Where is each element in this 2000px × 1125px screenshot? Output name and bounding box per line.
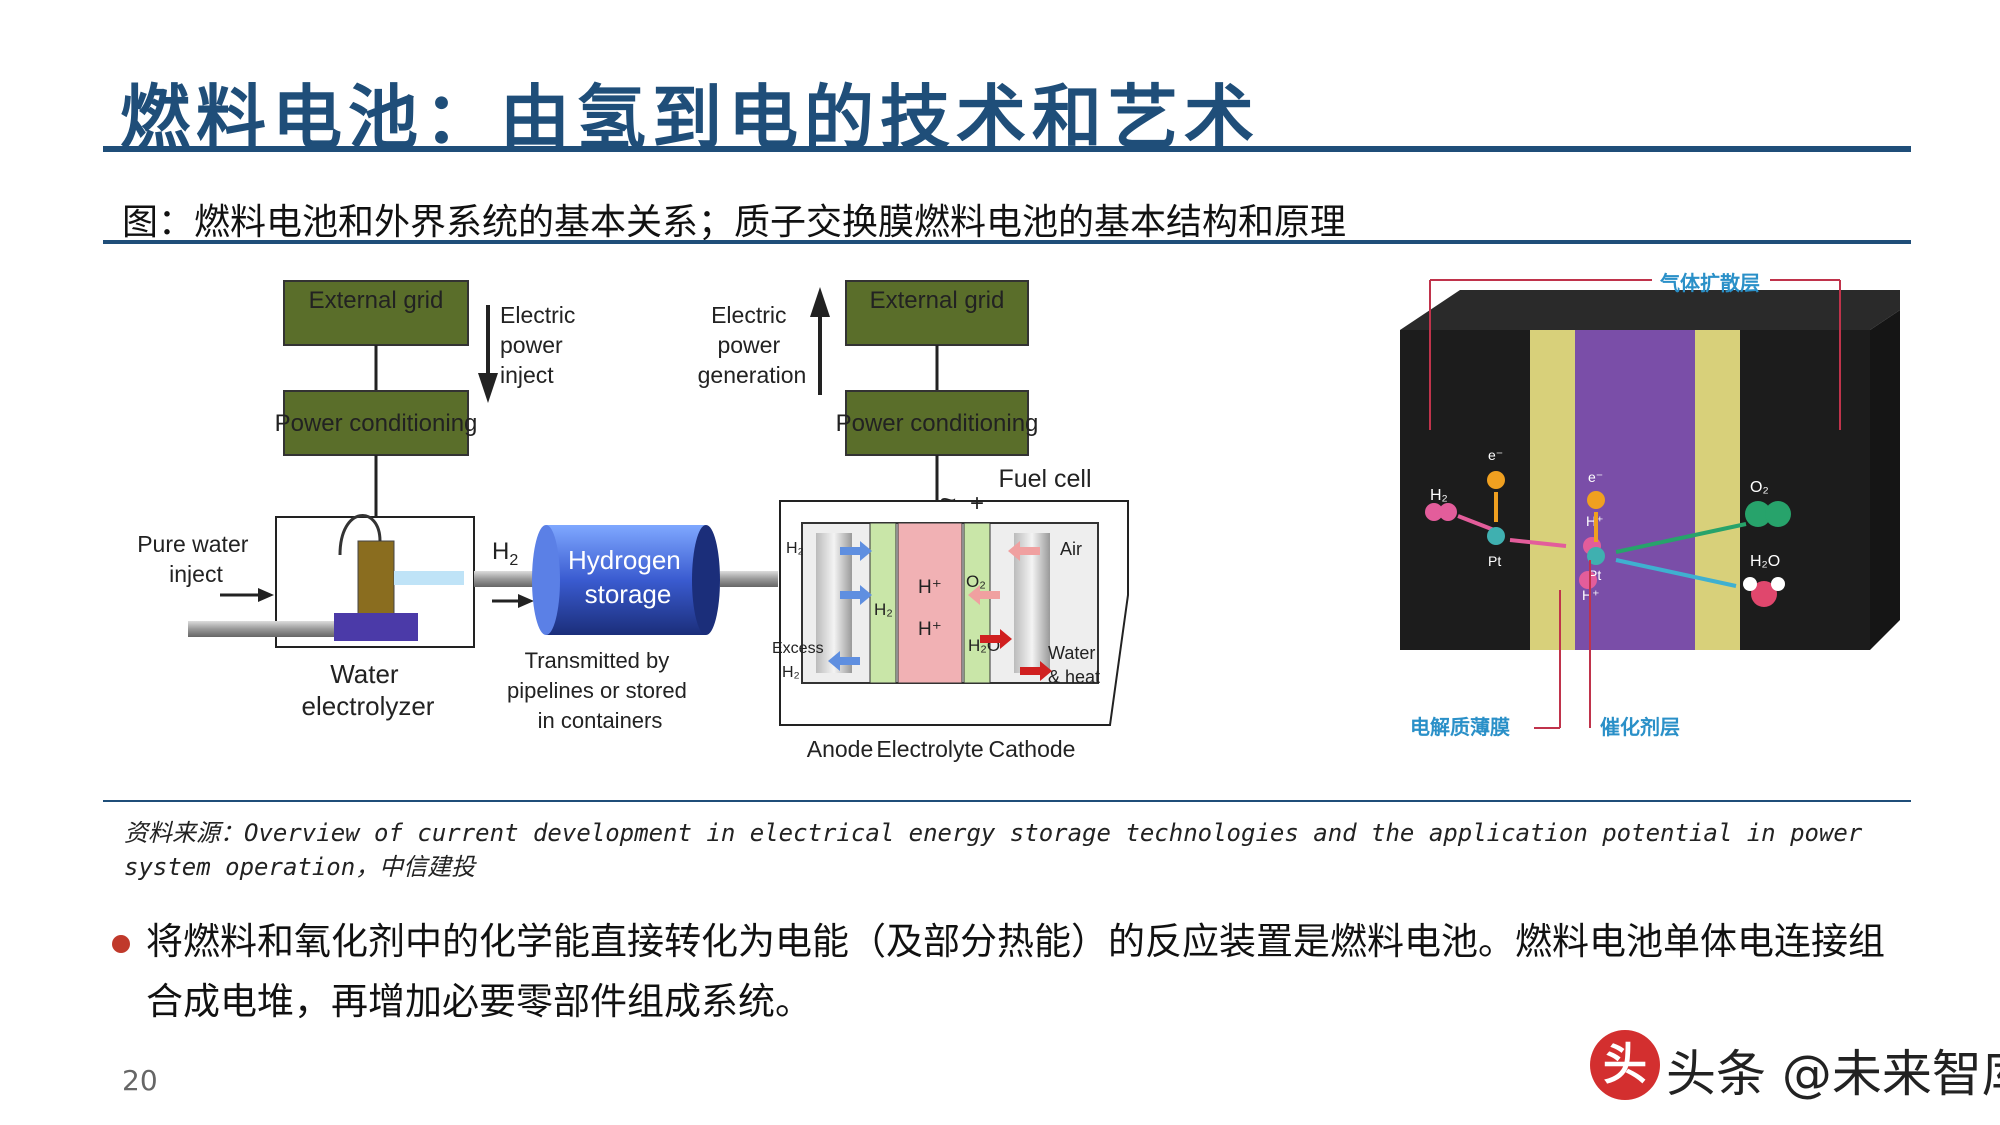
svg-text:−: − <box>878 488 892 515</box>
page-number: 20 <box>122 1064 158 1097</box>
svg-text:H⁺: H⁺ <box>918 577 942 598</box>
figure-caption: 图：燃料电池和外界系统的基本关系；质子交换膜燃料电池的基本结构和原理 <box>122 202 1347 243</box>
catalyst-layer-label: 催化剂层 <box>1600 715 1680 739</box>
gas-diffusion-layer-label: 气体扩散层 <box>1659 271 1760 295</box>
h2-pipe-label: H2 <box>492 538 518 569</box>
membrane-label: 电解质薄膜 <box>1410 715 1510 739</box>
electrolyte-label: Electrolyte <box>876 736 983 762</box>
electric-power-inject-label: Electric power inject <box>500 302 582 388</box>
pem-fuel-cell-structure: 气体扩散层 H₂ e⁻ Pt H⁺ H⁺ e⁻ Pt O₂ H₂O 电解质薄膜 … <box>1400 271 1900 739</box>
source-rule <box>103 800 1911 802</box>
svg-text:Pt: Pt <box>1488 553 1501 569</box>
watermark-text: 头条 @未来智库 <box>1666 1045 2000 1103</box>
page-title: 燃料电池：由氢到电的技术和艺术 <box>120 77 1260 159</box>
electrolyte-layer <box>897 522 963 684</box>
bullet-text: 将燃料和氧化剂中的化学能直接转化为电能（及部分热能）的反应装置是燃料电池。燃料电… <box>146 920 1885 1023</box>
hydrogen-storage-label: Hydrogen storage <box>568 545 688 609</box>
title-rule <box>103 146 1911 152</box>
svg-text:H⁺: H⁺ <box>918 619 942 640</box>
svg-text:H₂: H₂ <box>1430 487 1448 504</box>
source-note: 资料来源：Overview of current development in … <box>124 819 1863 881</box>
svg-text:Excess H₂: Excess H₂ <box>772 640 828 681</box>
electric-power-generation-label: Electric power generation <box>698 302 807 388</box>
svg-text:H₂: H₂ <box>786 540 804 557</box>
fuel-cell-outline <box>779 500 1129 726</box>
hydrogen-storage-tank <box>546 525 706 635</box>
svg-text:H₂: H₂ <box>874 600 893 619</box>
external-grid-box-right <box>845 280 1029 346</box>
svg-text:Pt: Pt <box>1588 567 1601 583</box>
cathode-label: Cathode <box>989 736 1076 762</box>
svg-text:~: ~ <box>940 484 956 515</box>
pure-water-inject-label: Pure water inject <box>137 531 255 587</box>
watermark: 头 头条 @未来智库 <box>1590 1030 2000 1105</box>
anode-layer <box>869 522 897 684</box>
external-grid-label-right: External grid <box>870 287 1005 314</box>
svg-text:Air: Air <box>1060 539 1082 559</box>
external-grid-box-left <box>283 280 469 346</box>
bullet-dot <box>112 935 130 953</box>
svg-text:+: + <box>970 490 984 517</box>
svg-text:H₂O: H₂O <box>1750 553 1780 570</box>
catalyst-layer-left <box>1530 330 1575 650</box>
power-conditioning-label-right: Power conditioning <box>836 410 1039 437</box>
membrane-layer <box>1575 330 1695 650</box>
transmitted-label: Transmitted by pipelines or stored in co… <box>507 648 693 733</box>
svg-text:O₂: O₂ <box>1750 479 1769 496</box>
fuel-cell-system-diagram: External grid Power conditioning Electri… <box>137 280 1129 762</box>
svg-text:e⁻: e⁻ <box>1488 447 1503 463</box>
svg-text:Water & heat: Water & heat <box>1048 643 1100 687</box>
fuel-cell-label: Fuel cell <box>998 465 1091 493</box>
cathode-layer <box>963 522 991 684</box>
caption-rule <box>103 240 1911 244</box>
anode-label: Anode <box>807 736 874 762</box>
catalyst-layer-right <box>1695 330 1740 650</box>
external-grid-label-left: External grid <box>309 287 444 314</box>
power-conditioning-label-left: Power conditioning <box>275 410 478 437</box>
svg-text:e⁻: e⁻ <box>1588 469 1603 485</box>
svg-text:O₂: O₂ <box>966 572 986 591</box>
watermark-logo: 头 <box>1590 1030 1660 1100</box>
water-electrolyzer-label: Water electrolyzer <box>302 659 435 721</box>
